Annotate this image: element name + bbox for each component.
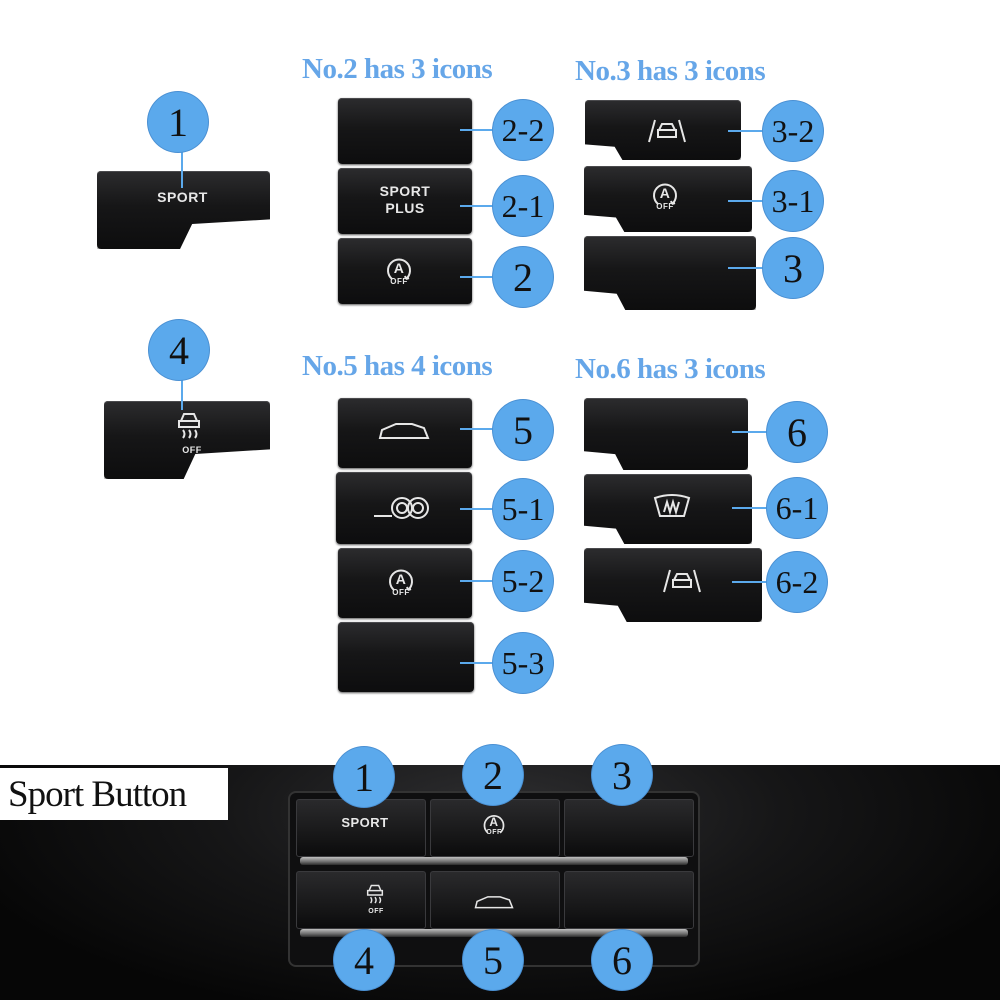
connector-4 — [181, 370, 183, 410]
sport-plus-line2: PLUS — [385, 200, 425, 216]
connector-5-1 — [460, 508, 498, 510]
heading-group-6: No.6 has 3 icons — [575, 353, 766, 385]
photo-label-3: 3 — [592, 745, 652, 805]
auto-a-label: A — [659, 185, 671, 201]
auto-off-button-5-2 — [338, 548, 472, 618]
console-off-label: OFF — [486, 829, 502, 836]
console-key-1 — [296, 799, 426, 857]
console-key-6 — [564, 871, 694, 929]
label-2: 2 — [493, 247, 553, 307]
connector-5 — [460, 428, 498, 430]
sport-plus-button-2-1 — [338, 168, 472, 234]
blank-button-3 — [584, 236, 756, 310]
connector-6 — [732, 431, 772, 433]
blank-button-2-2 — [338, 98, 472, 164]
auto-off-label: OFF — [390, 277, 408, 286]
connector-5-2 — [460, 580, 498, 582]
photo-label-2: 2 — [463, 745, 523, 805]
label-3-1: 3-1 — [763, 171, 823, 231]
chrome-trim-top — [300, 857, 688, 865]
auto-start-stop-icon — [653, 183, 677, 205]
auto-start-stop-icon — [387, 258, 411, 280]
connector-3-2 — [728, 130, 768, 132]
console-traction-car-icon — [366, 884, 384, 904]
photo-title: Sport Button — [0, 768, 228, 820]
label-5-2: 5-2 — [493, 551, 553, 611]
connector-5-3 — [460, 662, 498, 664]
label-4: 4 — [149, 320, 209, 380]
console-key-3 — [564, 799, 694, 857]
auto-a-label: A — [395, 571, 407, 587]
blank-button-6 — [584, 398, 748, 470]
sport-exhaust-icon — [374, 497, 429, 519]
connector-2-2 — [460, 129, 498, 131]
blank-button-5-3 — [338, 622, 474, 692]
console-key-5 — [430, 871, 560, 929]
photo-label-6: 6 — [592, 930, 652, 990]
label-1: 1 — [148, 92, 208, 152]
photo-label-1: 1 — [334, 747, 394, 807]
auto-off-label: OFF — [656, 202, 674, 211]
label-3: 3 — [763, 238, 823, 298]
sport-button-1 — [97, 171, 270, 249]
connector-2-1 — [460, 205, 498, 207]
connector-1 — [181, 140, 183, 188]
auto-off-label: OFF — [392, 588, 410, 597]
sport-label: SPORT — [157, 189, 208, 205]
heading-group-5: No.5 has 4 icons — [302, 350, 493, 382]
label-6: 6 — [767, 402, 827, 462]
console-key-4 — [296, 871, 426, 929]
label-2-1: 2-1 — [493, 176, 553, 236]
label-5-3: 5-3 — [493, 633, 553, 693]
console-sport-label: SPORT — [341, 815, 389, 830]
connector-6-1 — [732, 507, 772, 509]
connector-2 — [460, 276, 498, 278]
off-label: OFF — [182, 445, 202, 455]
connector-3-1 — [728, 200, 768, 202]
connector-6-2 — [732, 581, 772, 583]
console-a-label: A — [489, 815, 499, 829]
lane-assist-icon — [648, 119, 686, 143]
auto-a-label: A — [393, 260, 405, 276]
exhaust-button-5-1 — [336, 472, 472, 544]
auto-off-button-2 — [338, 238, 472, 304]
suv-offroad-icon — [378, 423, 430, 439]
heading-group-3: No.3 has 3 icons — [575, 55, 766, 87]
windshield-heater-icon — [653, 494, 691, 517]
photo-label-4: 4 — [334, 930, 394, 990]
label-6-1: 6-1 — [767, 478, 827, 538]
console-auto-start-stop-icon — [483, 815, 505, 834]
connector-3 — [728, 267, 768, 269]
heading-group-2: No.2 has 3 icons — [302, 53, 493, 85]
console-suv-offroad-icon — [474, 896, 514, 909]
offroad-button-5 — [338, 398, 472, 468]
auto-start-stop-icon — [389, 569, 413, 591]
photo-label-5: 5 — [463, 930, 523, 990]
console-traction-off-label: OFF — [368, 908, 384, 915]
label-3-2: 3-2 — [763, 101, 823, 161]
label-5-1: 5-1 — [493, 479, 553, 539]
traction-car-icon — [178, 413, 200, 439]
lane-assist-icon — [663, 569, 701, 593]
sport-plus-line1: SPORT — [379, 183, 431, 199]
label-2-2: 2-2 — [493, 100, 553, 160]
label-6-2: 6-2 — [767, 552, 827, 612]
label-5: 5 — [493, 400, 553, 460]
